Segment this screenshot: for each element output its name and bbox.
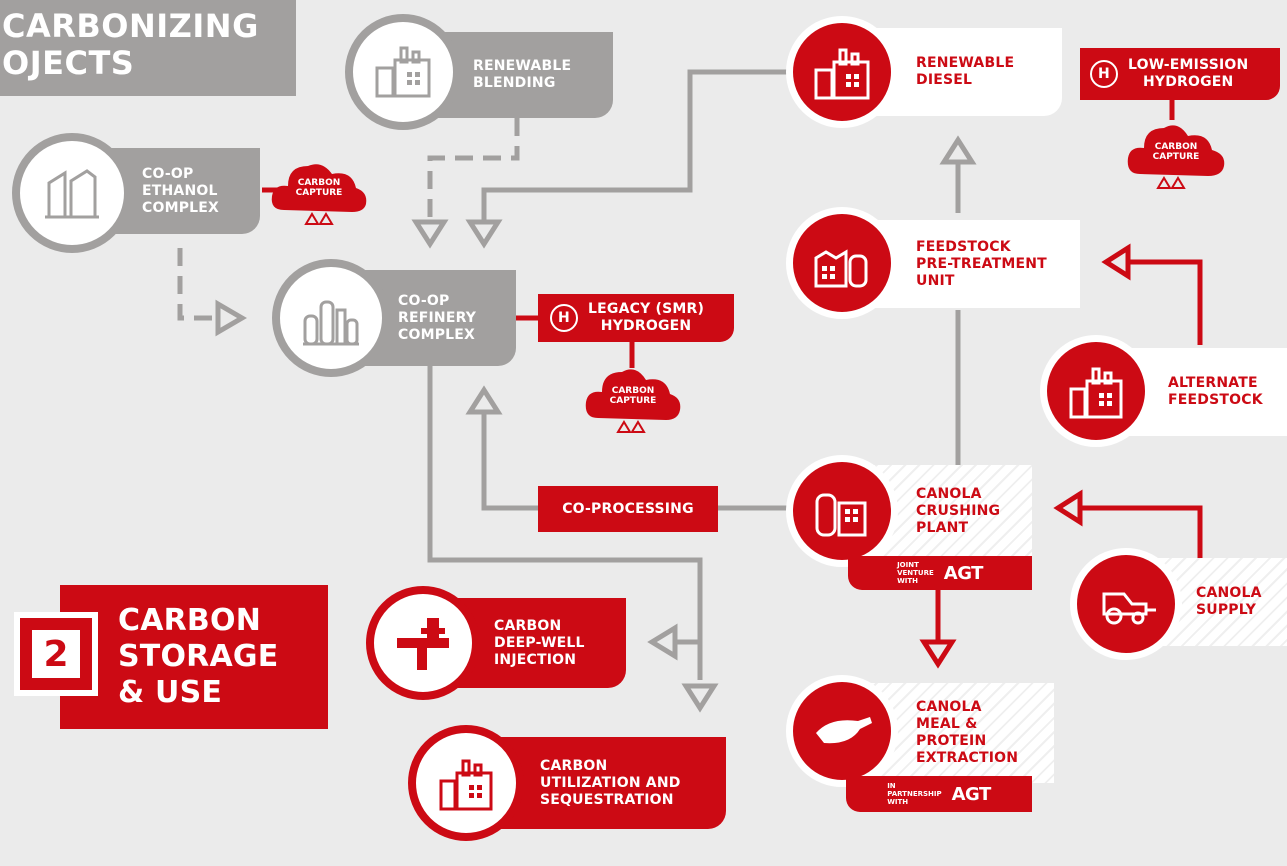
renewable-diesel-circle [786, 16, 898, 128]
canola-supply-circle [1070, 548, 1182, 660]
arrowhead-pretreatment [1101, 243, 1131, 281]
partnership-badge: IN PARTNERSHIP WITH AGT [846, 776, 1032, 812]
co-processing-label: CO-PROCESSING [562, 500, 694, 517]
in-partnership-label: IN PARTNERSHIP WITH [887, 782, 942, 806]
ethanol-circle [12, 133, 132, 253]
node-legacy-hydrogen: H LEGACY (SMR) HYDROGEN [538, 294, 734, 342]
combine-harvester-icon [1102, 592, 1156, 625]
header-banner: CARBONIZING OJECTS [0, 0, 296, 96]
agt-logo: AGT [943, 562, 984, 584]
factory-icon [439, 759, 493, 811]
crushing-plant-icon [815, 493, 867, 537]
arrowhead-meal [919, 639, 957, 669]
ethanol-label: CO-OP ETHANOL COMPLEX [142, 165, 220, 216]
connector-diesel-to-refinery [481, 69, 790, 222]
factory-icon [375, 46, 431, 98]
header-title: CARBONIZING OJECTS [2, 7, 259, 82]
renewable-blending-circle [345, 14, 461, 130]
hydrogen-icon: H [550, 304, 578, 332]
connector-supply-to-crushing [1080, 505, 1203, 560]
cloud-icon [585, 369, 681, 433]
arrowhead-coprocessing [465, 385, 503, 415]
factory-icon [814, 48, 870, 100]
wellhead-icon [397, 618, 449, 670]
deep-well-circle [366, 586, 480, 700]
section-number-badge: 2 [14, 612, 98, 696]
legacy-hydrogen-label: LEGACY (SMR) HYDROGEN [588, 301, 705, 334]
joint-venture-badge: JOINT VENTURE WITH AGT [848, 556, 1032, 590]
arrowhead-deepwell [647, 623, 678, 661]
arrowhead-utilization [681, 683, 719, 713]
utilization-circle [408, 725, 524, 841]
arrowhead-diesel-refinery [465, 219, 503, 249]
node-feedstock-pretreatment: FEEDSTOCK PRE-TREATMENT UNIT [850, 220, 1080, 308]
section-2-title: CARBON STORAGE & USE [118, 603, 279, 710]
agt-logo: AGT [951, 783, 992, 805]
section-number: 2 [32, 630, 80, 678]
refinery-icon [303, 300, 359, 346]
refinery-carbon-capture: CARBON CAPTURE [582, 356, 684, 446]
refinery-circle [272, 259, 390, 377]
canola-supply-label: CANOLA SUPPLY [1196, 585, 1262, 618]
section-2-banner: CARBON STORAGE & USE [60, 585, 328, 729]
connector-coprocessing-to-refinery [481, 412, 538, 511]
arrowhead-blending [411, 219, 449, 249]
ethanol-capture-label: CARBON CAPTURE [295, 178, 343, 198]
node-low-emission-hydrogen: H LOW-EMISSION HYDROGEN [1080, 48, 1280, 100]
arrowhead-crushing [1053, 489, 1083, 527]
carbon-deep-well-label: CARBON DEEP-WELL INJECTION [494, 617, 585, 668]
hydrogen-carbon-capture: CARBON CAPTURE [1124, 112, 1228, 202]
canola-crushing-circle [786, 455, 898, 567]
processing-plant-icon [814, 249, 868, 288]
arrowhead-diesel [939, 135, 977, 165]
canola-crushing-label: CANOLA CRUSHING PLANT [916, 485, 1001, 536]
cloud-icon [1127, 125, 1225, 189]
refinery-capture-label: CARBON CAPTURE [609, 386, 657, 406]
silo-icon [45, 169, 99, 219]
canola-meal-label: CANOLA MEAL & PROTEIN EXTRACTION [916, 699, 1019, 766]
joint-venture-label: JOINT VENTURE WITH [897, 561, 934, 585]
hydrogen-icon: H [1090, 60, 1118, 88]
node-co-processing: CO-PROCESSING [538, 486, 718, 532]
arrowhead-ethanol [215, 299, 247, 337]
cloud-icon [271, 164, 367, 225]
factory-icon [1069, 367, 1123, 419]
low-emission-hydrogen-label: LOW-EMISSION HYDROGEN [1128, 57, 1249, 90]
carbon-utilization-label: CARBON UTILIZATION AND SEQUESTRATION [540, 757, 681, 808]
connector-alternate-to-pretreatment [1128, 259, 1203, 345]
refinery-label: CO-OP REFINERY COMPLEX [398, 292, 477, 343]
scoop-icon [816, 717, 872, 744]
connector-refinery-down [427, 365, 703, 680]
hydrogen-capture-label: CARBON CAPTURE [1152, 142, 1200, 162]
ethanol-carbon-capture: CARBON CAPTURE [268, 152, 370, 238]
connector-blending-to-refinery [427, 118, 520, 222]
renewable-diesel-label: RENEWABLE DIESEL [916, 55, 1015, 88]
alternate-feedstock-circle [1040, 335, 1152, 447]
connector-ethanol-to-refinery [177, 248, 218, 321]
alternate-feedstock-label: ALTERNATE FEEDSTOCK [1168, 375, 1263, 408]
renewable-blending-label: RENEWABLE BLENDING [473, 58, 572, 91]
canola-meal-circle [786, 675, 898, 787]
feedstock-pretreatment-label: FEEDSTOCK PRE-TREATMENT UNIT [916, 238, 1047, 289]
feedstock-circle [786, 207, 898, 319]
